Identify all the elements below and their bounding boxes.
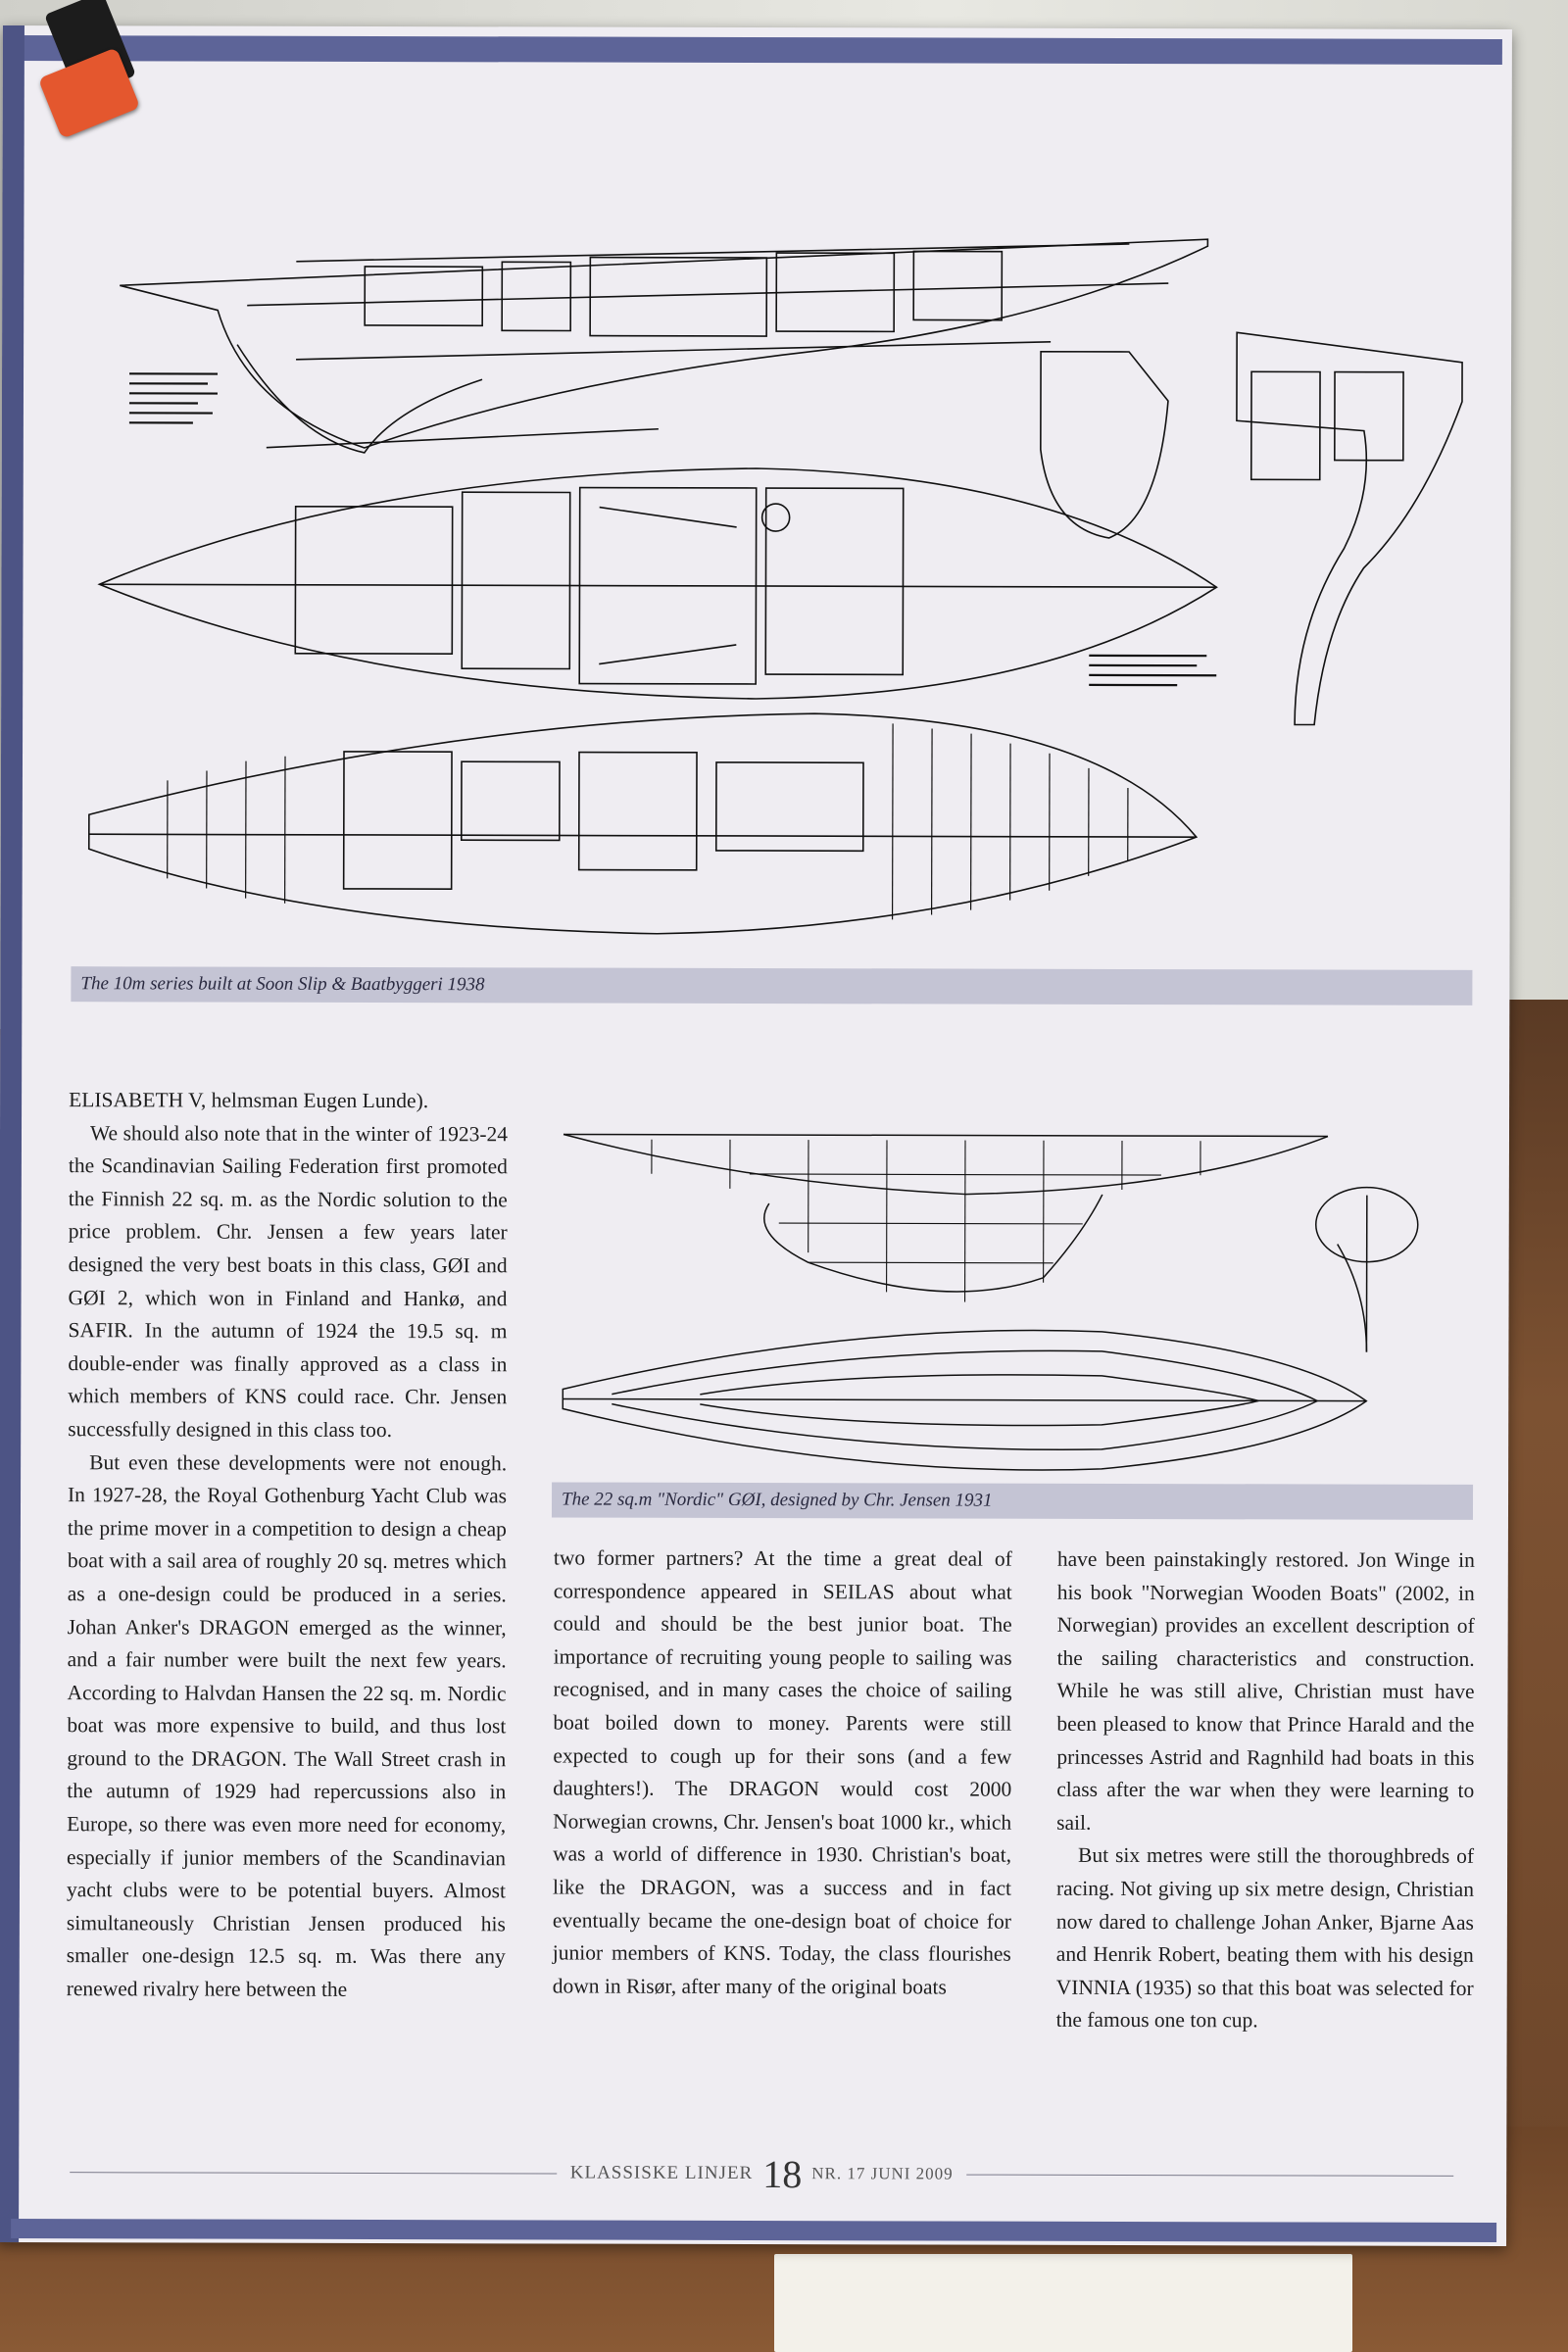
footer-issue: NR. 17 JUNI 2009 — [811, 2164, 954, 2183]
paper-note — [774, 2254, 1352, 2352]
page-footer: KLASSISKE LINJER 18 NR. 17 JUNI 2009 — [56, 2151, 1467, 2196]
paragraph: have been painstakingly restored. Jon Wi… — [1056, 1546, 1475, 1835]
paragraph: We should also note that in the winter o… — [68, 1120, 509, 1442]
footer-page-number: 18 — [762, 2151, 803, 2196]
page-bottom-bar — [11, 2219, 1497, 2242]
boat-plan-drawing-nordic — [553, 1095, 1485, 1508]
page-top-bar — [16, 35, 1502, 65]
paragraph: ELISABETH V, helmsman Eugen Lunde). — [69, 1088, 429, 1113]
footer-magazine-name: KLASSISKE LINJER — [569, 2162, 754, 2183]
text-column-left: ELISABETH V, helmsman Eugen Lunde). We s… — [67, 1084, 508, 2007]
boat-plan-drawing-10m — [69, 172, 1492, 980]
page-left-bar — [0, 24, 24, 2243]
paragraph: two former partners? At the time a great… — [552, 1545, 1012, 1999]
paragraph: But six metres were still the thoroughbr… — [1055, 1843, 1475, 2033]
figure-caption-middle: The 22 sq.m "Nordic" GØI, designed by Ch… — [551, 1482, 1474, 1520]
footer-rule-left — [70, 2171, 557, 2174]
footer-rule-right — [966, 2174, 1454, 2177]
text-column-right: have been painstakingly restored. Jon Wi… — [1056, 1544, 1475, 2038]
figure-caption-top: The 10m series built at Soon Slip & Baat… — [71, 966, 1473, 1005]
text-column-middle: two former partners? At the time a great… — [553, 1542, 1012, 2004]
paragraph: But even these developments were not eno… — [66, 1449, 508, 2001]
magazine-page: The 10m series built at Soon Slip & Baat… — [0, 24, 1512, 2247]
